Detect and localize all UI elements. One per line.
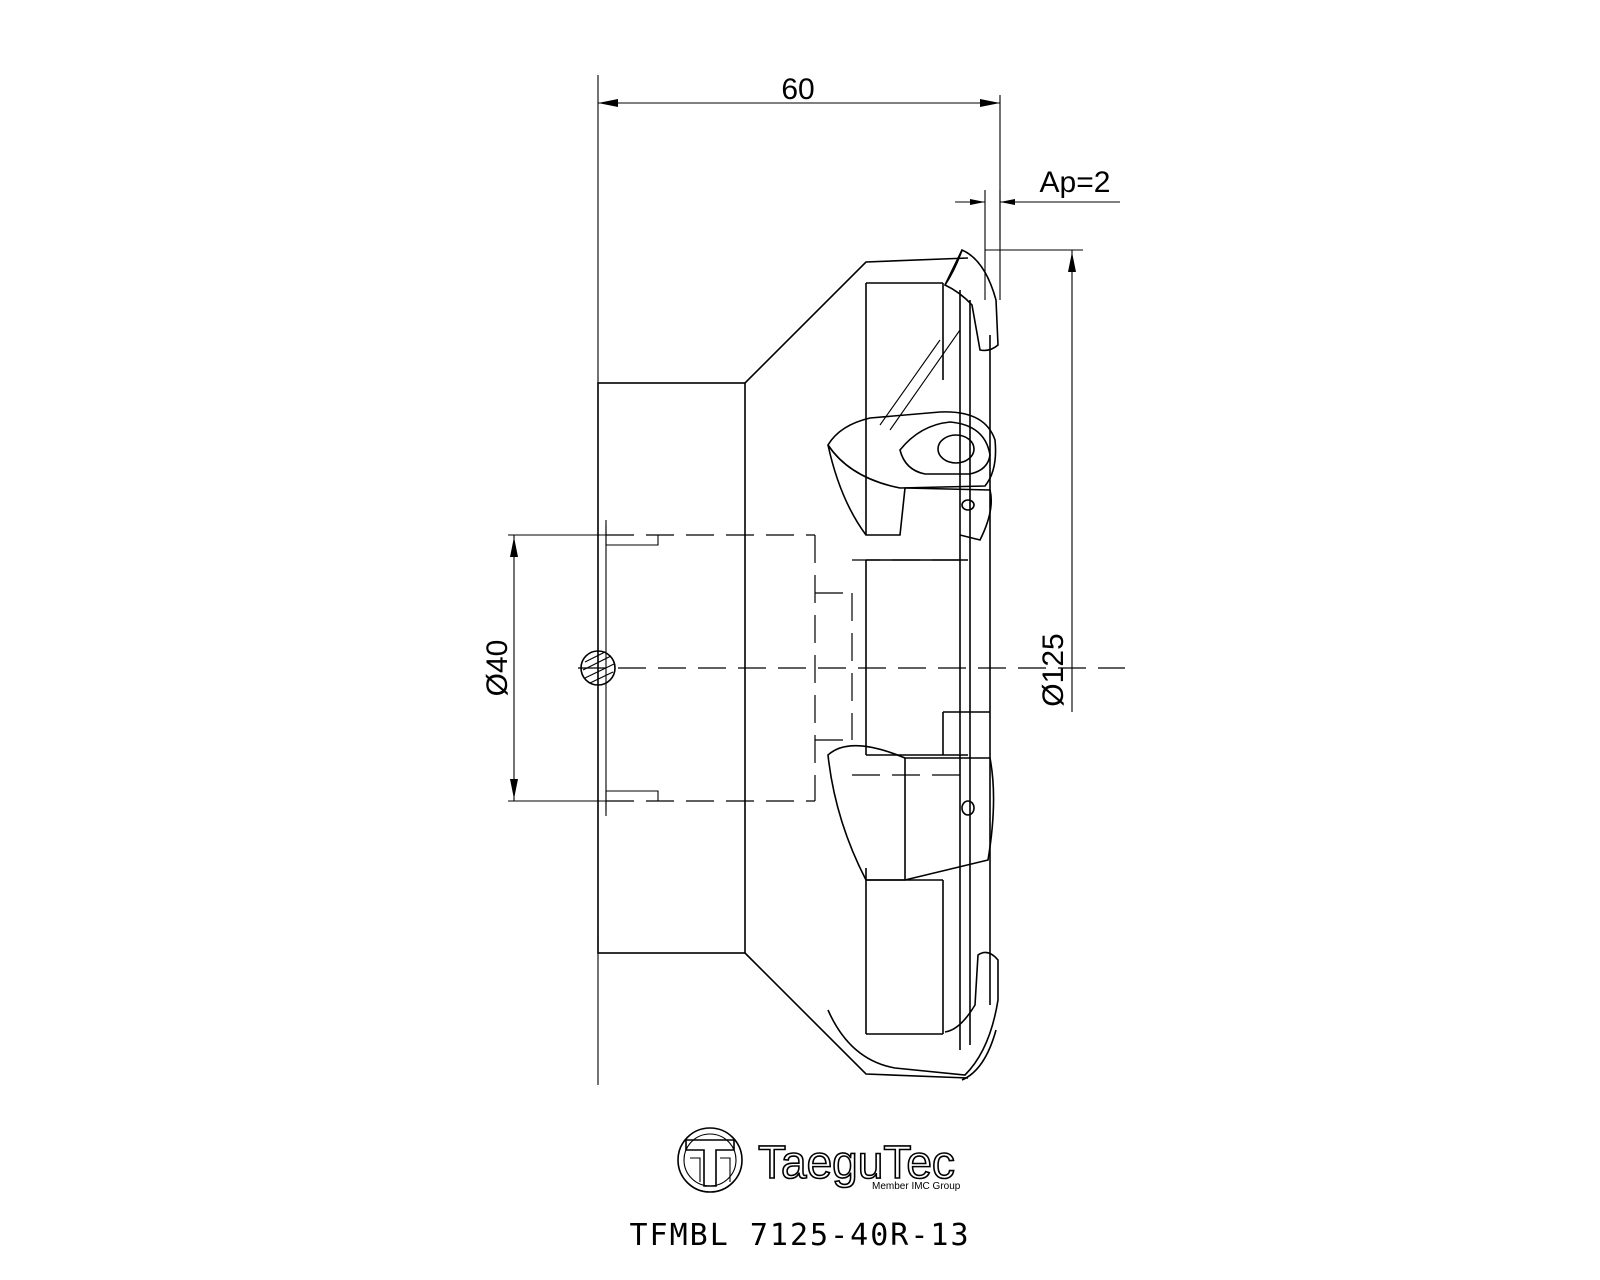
brand-tagline: Member IMC Group (872, 1181, 961, 1192)
insert-upper (827, 329, 997, 541)
bore-diameter-label: Ø40 (481, 640, 514, 697)
part-number: TFMBL 7125-40R-13 (629, 1218, 971, 1253)
dimension-length: 60 (597, 73, 1001, 1085)
length-label: 60 (781, 73, 814, 106)
taegutec-logo-icon (677, 1127, 743, 1193)
depth-of-cut-label: Ap=2 (1040, 166, 1111, 199)
dimension-depth-of-cut: Ap=2 (955, 166, 1120, 300)
dimension-cutter-diameter: Ø125 (985, 249, 1083, 712)
dimension-bore-diameter: Ø40 (481, 534, 610, 802)
taegutec-logo: TaeguTec Member IMC Group (677, 1127, 961, 1193)
insert-lower (827, 744, 995, 881)
centerline (578, 650, 1125, 686)
insert-bottom (827, 951, 999, 1081)
cutter-diameter-label: Ø125 (1037, 633, 1070, 706)
insert-top (943, 248, 999, 352)
brand-name: TaeguTec (758, 1136, 955, 1188)
